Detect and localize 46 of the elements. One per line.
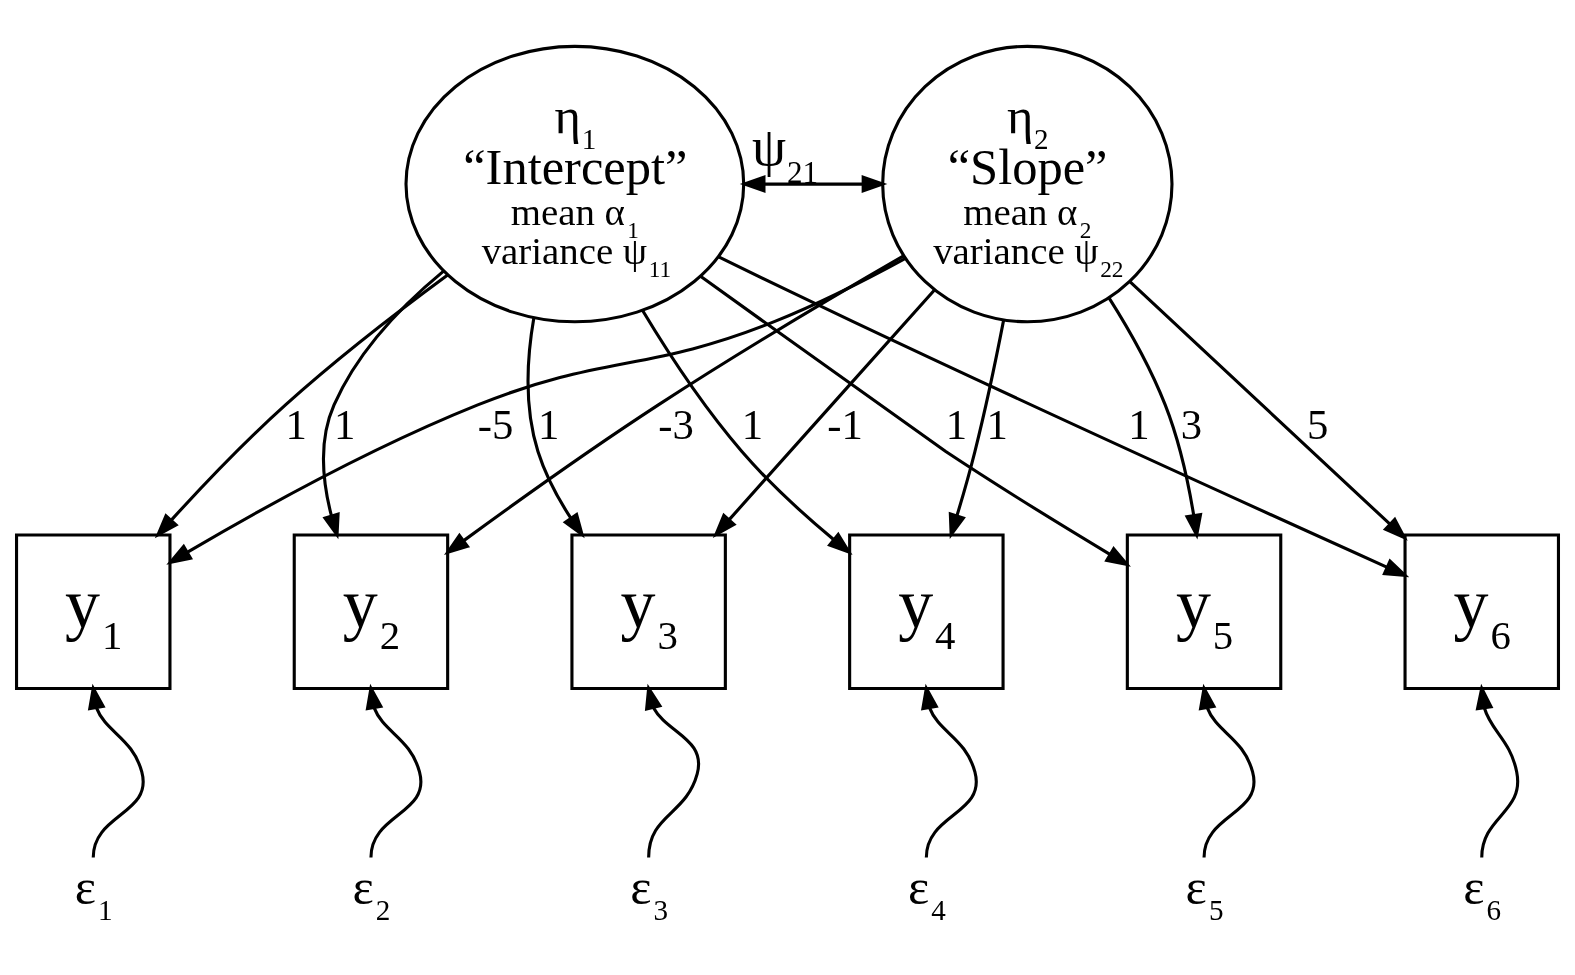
node-box: y$_{1}$ [15,532,172,690]
arrow [87,683,145,858]
arrow [154,273,449,538]
arrow [365,683,423,858]
node-box: y$_{4}$ [848,532,1005,690]
node-box: y$_{5}$ [1125,532,1283,690]
arrow [644,683,700,857]
node-text: ε$_{3}$ [630,858,669,926]
edge-label: 3 [1180,400,1203,448]
edge-label: 1 [986,400,1008,448]
node-ellipse: η$_{1}$ “Intercept” mean α$_{1}$ variance ψ$_{11}$ [404,44,746,323]
node-text: ε$_{1}$ [74,858,113,926]
edge-label: 1 [1128,400,1150,448]
edge-label: 5 [1306,400,1329,448]
edge-label: -3 [658,400,694,448]
node-text: ε$_{5}$ [1185,858,1224,926]
edge-label: 1 [537,400,560,448]
arrow [526,316,585,538]
arrow [166,256,907,565]
arrow [948,318,1006,539]
arrow [322,269,445,539]
arrow [1107,296,1203,540]
edge-label: -5 [477,400,514,448]
node-text: ε$_{6}$ [1463,858,1502,926]
arrow [712,288,936,538]
edge-label: 1 [334,400,356,448]
node-box: y$_{3}$ [570,532,727,690]
arrow [699,274,1131,567]
node-text: ε$_{2}$ [352,858,391,926]
edge-label: -1 [827,400,863,448]
node-box: y$_{6}$ [1403,532,1560,690]
arrow [920,683,978,858]
node-circle: η$_{2}$ “Slope” mean α$_{2}$ variance ψ$_{22}$ [881,44,1174,323]
arrow [1128,280,1408,541]
edge-label: ψ$_{21}$ [752,116,819,190]
arrow [1198,683,1256,858]
edge-label: 1 [741,400,764,448]
arrow [1475,683,1520,857]
node-box: y$_{2}$ [292,532,450,690]
arrow [739,174,888,193]
arrow [444,254,905,555]
edge-label: 1 [285,400,307,448]
arrow [718,255,1410,577]
edge-label: 1 [945,400,968,448]
node-text: ε$_{4}$ [907,858,946,926]
arrow [641,309,853,555]
